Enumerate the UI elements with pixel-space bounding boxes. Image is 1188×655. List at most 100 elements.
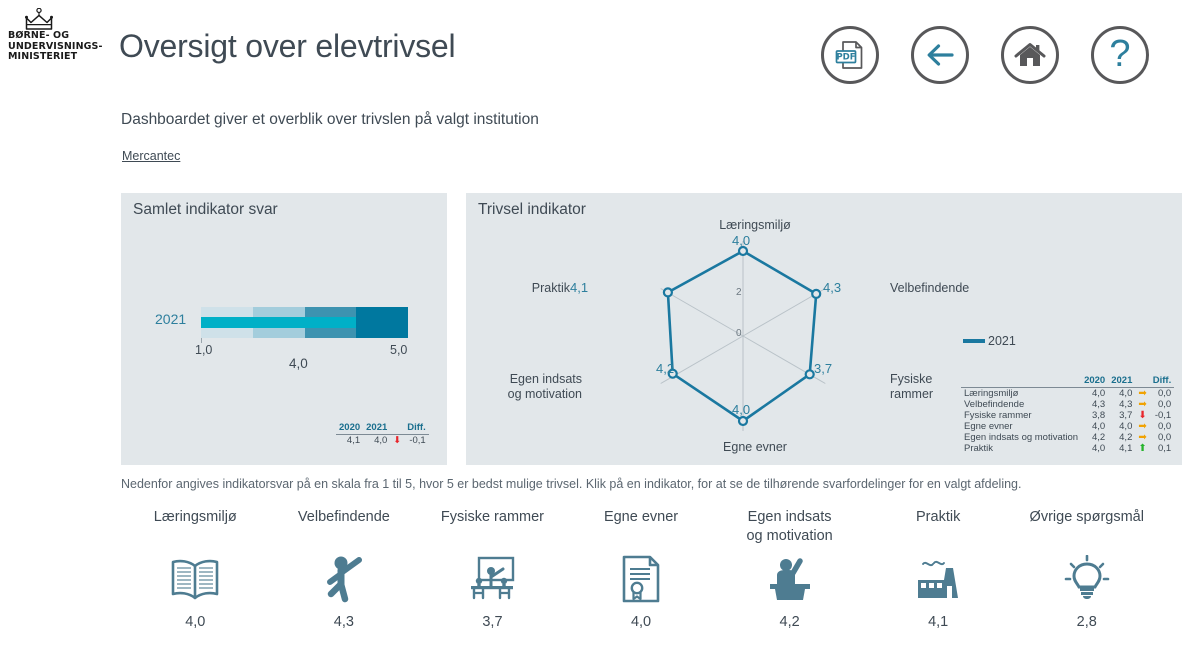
trend-arrow-down-icon: ⬇: [1138, 409, 1147, 421]
cell-2020: 4,0: [1092, 421, 1106, 432]
indicator-value: 4,1: [928, 614, 949, 630]
trend-arrow-flat-icon: ➡: [1138, 420, 1147, 432]
indicator-value: 4,0: [630, 614, 652, 630]
cell-2020: 3,8: [1092, 410, 1106, 421]
col-2020: 2020: [336, 422, 364, 435]
cell-2021: 4,0: [374, 435, 388, 446]
cell-diff: 0,0: [1158, 421, 1172, 432]
cell-diff: 0,0: [1158, 388, 1172, 399]
back-button[interactable]: [911, 26, 969, 84]
radar-tick-0: 0: [736, 328, 742, 339]
trivsel-indikator-stats-table: 2020 2021 Diff. Læringsmiljø 4,0 4,0 ➡ 0…: [961, 375, 1175, 454]
cell-indicator: Praktik: [964, 443, 994, 454]
cell-2021: 4,0: [1119, 388, 1133, 399]
cell-2020: 4,2: [1092, 432, 1106, 443]
radar-axis-label-egen-indsats: Egen indsats og motivation: [507, 372, 582, 401]
table-row: Egne evner 4,0 4,0 ➡ 0,0: [961, 421, 1174, 432]
table-header-row: 2020 2021 Diff.: [336, 422, 429, 435]
indicator-fysiske-rammer[interactable]: Fysiske rammer 3,7: [418, 508, 567, 630]
cell-diff: -0,1: [409, 435, 426, 446]
table-row: Egen indsats og motivation 4,2 4,2 ➡ 0,0: [961, 432, 1174, 443]
institution-link[interactable]: Mercantec: [122, 149, 181, 163]
radar-value-egen-indsats: 4,2: [656, 361, 675, 376]
indicator-label: Egne evner: [603, 509, 679, 525]
cell-indicator: Fysiske rammer: [964, 410, 1032, 421]
indicator-velbefindende[interactable]: Velbefindende 4,3: [270, 508, 419, 630]
radar-legend: 2021: [963, 334, 1016, 348]
radar-axis-label-velbefindende: Velbefindende: [890, 281, 970, 295]
indicator-label: Læringsmiljø: [153, 509, 237, 525]
radar-axis-label-fysiske-rammer: Fysiske rammer: [890, 372, 934, 401]
col-diff: Diff.: [1149, 375, 1175, 388]
pdf-export-button[interactable]: PDF: [821, 26, 879, 84]
bullet-value-bar: [201, 317, 356, 328]
col-diff: Diff.: [404, 422, 429, 435]
cell-indicator: Egne evner: [964, 421, 1013, 432]
cell-2021: 4,3: [1119, 399, 1133, 410]
svg-text:PDF: PDF: [836, 53, 855, 63]
bullet-axis-tick: [201, 338, 202, 343]
radar-chart: 0 2 Læringsmiljø Velbefindende Fysiske r…: [466, 193, 1182, 465]
cell-2020: 4,1: [346, 435, 361, 446]
indicator-value: 4,2: [779, 614, 800, 630]
indicator-value: 4,3: [333, 614, 354, 630]
page-title: Oversigt over elevtrivsel: [119, 28, 456, 64]
cell-2021: 4,2: [1119, 432, 1133, 443]
samlet-indikator-stats-table: 2020 2021 Diff. 4,1 4,0 ⬇ -0,1: [336, 422, 429, 446]
col-trend: [390, 422, 405, 435]
cell-2020: 4,3: [1092, 399, 1106, 410]
indicator-value: 4,0: [185, 614, 206, 630]
radar-value-fysiske-rammer: 3,7: [814, 361, 833, 376]
col-2021: 2021: [1108, 375, 1136, 388]
home-button[interactable]: [1001, 26, 1059, 84]
trend-arrow-down-icon: ⬇: [393, 434, 402, 446]
radar-plot: [660, 241, 826, 431]
cell-2020: 4,0: [1092, 388, 1106, 399]
indicator-ovrige-sporgsmal[interactable]: Øvrige spørgsmål 2,8: [1012, 508, 1161, 630]
cell-indicator: Egen indsats og motivation: [964, 432, 1079, 443]
legend-swatch-2021: [963, 339, 985, 343]
table-row: 4,1 4,0 ⬇ -0,1: [336, 434, 429, 446]
cell-2021: 4,0: [1119, 421, 1133, 432]
cell-diff: 0,0: [1158, 432, 1172, 443]
lightbulb-icon: [1064, 550, 1110, 608]
student-desk-icon: [766, 550, 814, 608]
indicator-egne-evner[interactable]: Egne evner 4,0: [567, 508, 716, 630]
page-header: BØRNE- OG UNDERVISNINGS- MINISTERIET Ove…: [0, 0, 1188, 95]
trivsel-indikator-panel: Trivsel indikator: [466, 193, 1182, 465]
table-row: Fysiske rammer 3,8 3,7 ⬇ -0,1: [961, 410, 1174, 421]
panel-title-right: Trivsel indikator: [478, 201, 586, 218]
indicator-label: Fysiske rammer: [440, 509, 544, 525]
table-row: Læringsmiljø 4,0 4,0 ➡ 0,0: [961, 387, 1174, 399]
table-row: Velbefindende 4,3 4,3 ➡ 0,0: [961, 399, 1174, 410]
factory-icon: [915, 550, 961, 608]
cell-diff: 0,1: [1158, 443, 1172, 454]
indicator-label: Egen indsats og motivation: [746, 509, 833, 544]
cell-indicator: Læringsmiljø: [964, 388, 1019, 399]
trend-arrow-flat-icon: ➡: [1138, 387, 1147, 399]
ministry-logo: BØRNE- OG UNDERVISNINGS- MINISTERIET: [8, 8, 120, 63]
col-2020: 2020: [1081, 375, 1109, 388]
indicator-value: 3,7: [482, 614, 503, 630]
pdf-icon: PDF: [835, 41, 863, 69]
dashboard-description: Dashboardet giver et overblik over trivs…: [121, 111, 539, 128]
indicator-egen-indsats-og-motivation[interactable]: Egen indsats og motivation 4,2: [715, 508, 864, 630]
indicator-laeringsmiljo[interactable]: Læringsmiljø 4,0: [121, 508, 270, 630]
bullet-chart: 2021 1,0 5,0 4,0 2020 2021 Diff.: [121, 193, 447, 465]
classroom-icon: [467, 550, 517, 608]
indicator-praktik[interactable]: Praktik 4,1: [864, 508, 1013, 630]
indicator-label: Øvrige spørgsmål: [1029, 509, 1144, 525]
ministry-logo-text: BØRNE- OG UNDERVISNINGS- MINISTERIET: [8, 30, 103, 62]
trend-arrow-flat-icon: ➡: [1138, 431, 1147, 443]
bullet-segment-4: [356, 307, 408, 338]
jumping-person-icon: [321, 550, 367, 608]
radar-value-egne-evner: 4,0: [732, 402, 751, 417]
question-mark-icon: ?: [1109, 32, 1131, 75]
radar-tick-2: 2: [736, 287, 742, 298]
bullet-axis-min-label: 1,0: [195, 343, 213, 357]
radar-axis-label-laeringsmiljo: Læringsmiljø: [719, 218, 791, 232]
home-icon: [1014, 43, 1046, 66]
cell-2020: 4,0: [1092, 443, 1106, 454]
cell-2021: 3,7: [1119, 410, 1133, 421]
help-button[interactable]: ?: [1091, 26, 1149, 84]
